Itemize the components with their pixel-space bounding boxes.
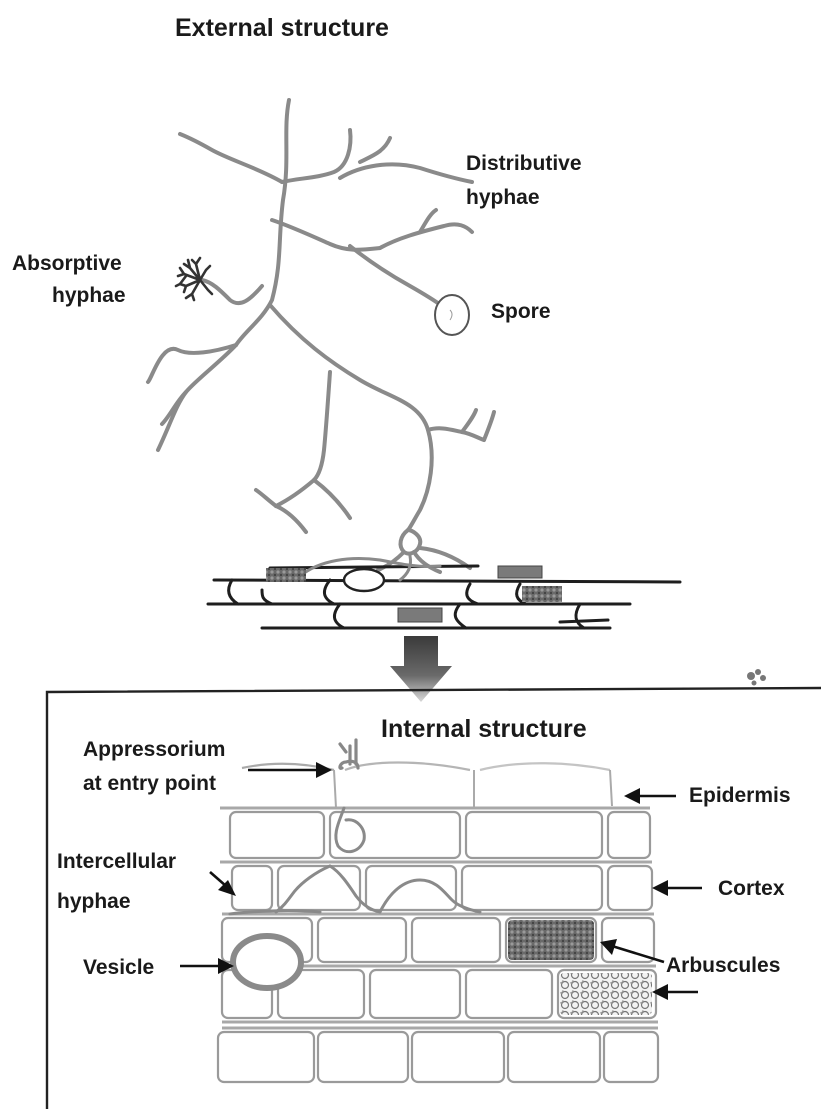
- absorptive-hyphae-label: Absorptive hyphae: [12, 252, 128, 307]
- intercellular-hyphae-label: Intercellular hyphae: [57, 850, 182, 913]
- vesicle-label: Vesicle: [83, 956, 154, 979]
- cortex-label: Cortex: [718, 877, 785, 900]
- root-section-small: [208, 556, 680, 628]
- internal-structure-title: Internal structure: [381, 715, 587, 743]
- spore-label: Spore: [491, 300, 551, 323]
- distributive-hyphae-label: Distributive hyphae: [466, 152, 587, 209]
- cortex-arrow-icon: [652, 880, 702, 896]
- external-structure-title: External structure: [175, 14, 389, 42]
- arbuscules-lower-arrow-icon: [652, 984, 698, 1000]
- absorptive-hyphae-cluster-icon: [176, 258, 212, 300]
- arbuscules-label: Arbuscules: [666, 954, 780, 977]
- vesicle-icon: [233, 936, 301, 988]
- appressorium-icon: [340, 740, 358, 768]
- epidermis-arrow-icon: [624, 788, 676, 804]
- appressorium-label: Appressorium at entry point: [83, 738, 231, 795]
- epidermis-label: Epidermis: [689, 784, 791, 807]
- decorative-mark-icon: [747, 669, 766, 686]
- transition-arrow-icon: [390, 636, 452, 702]
